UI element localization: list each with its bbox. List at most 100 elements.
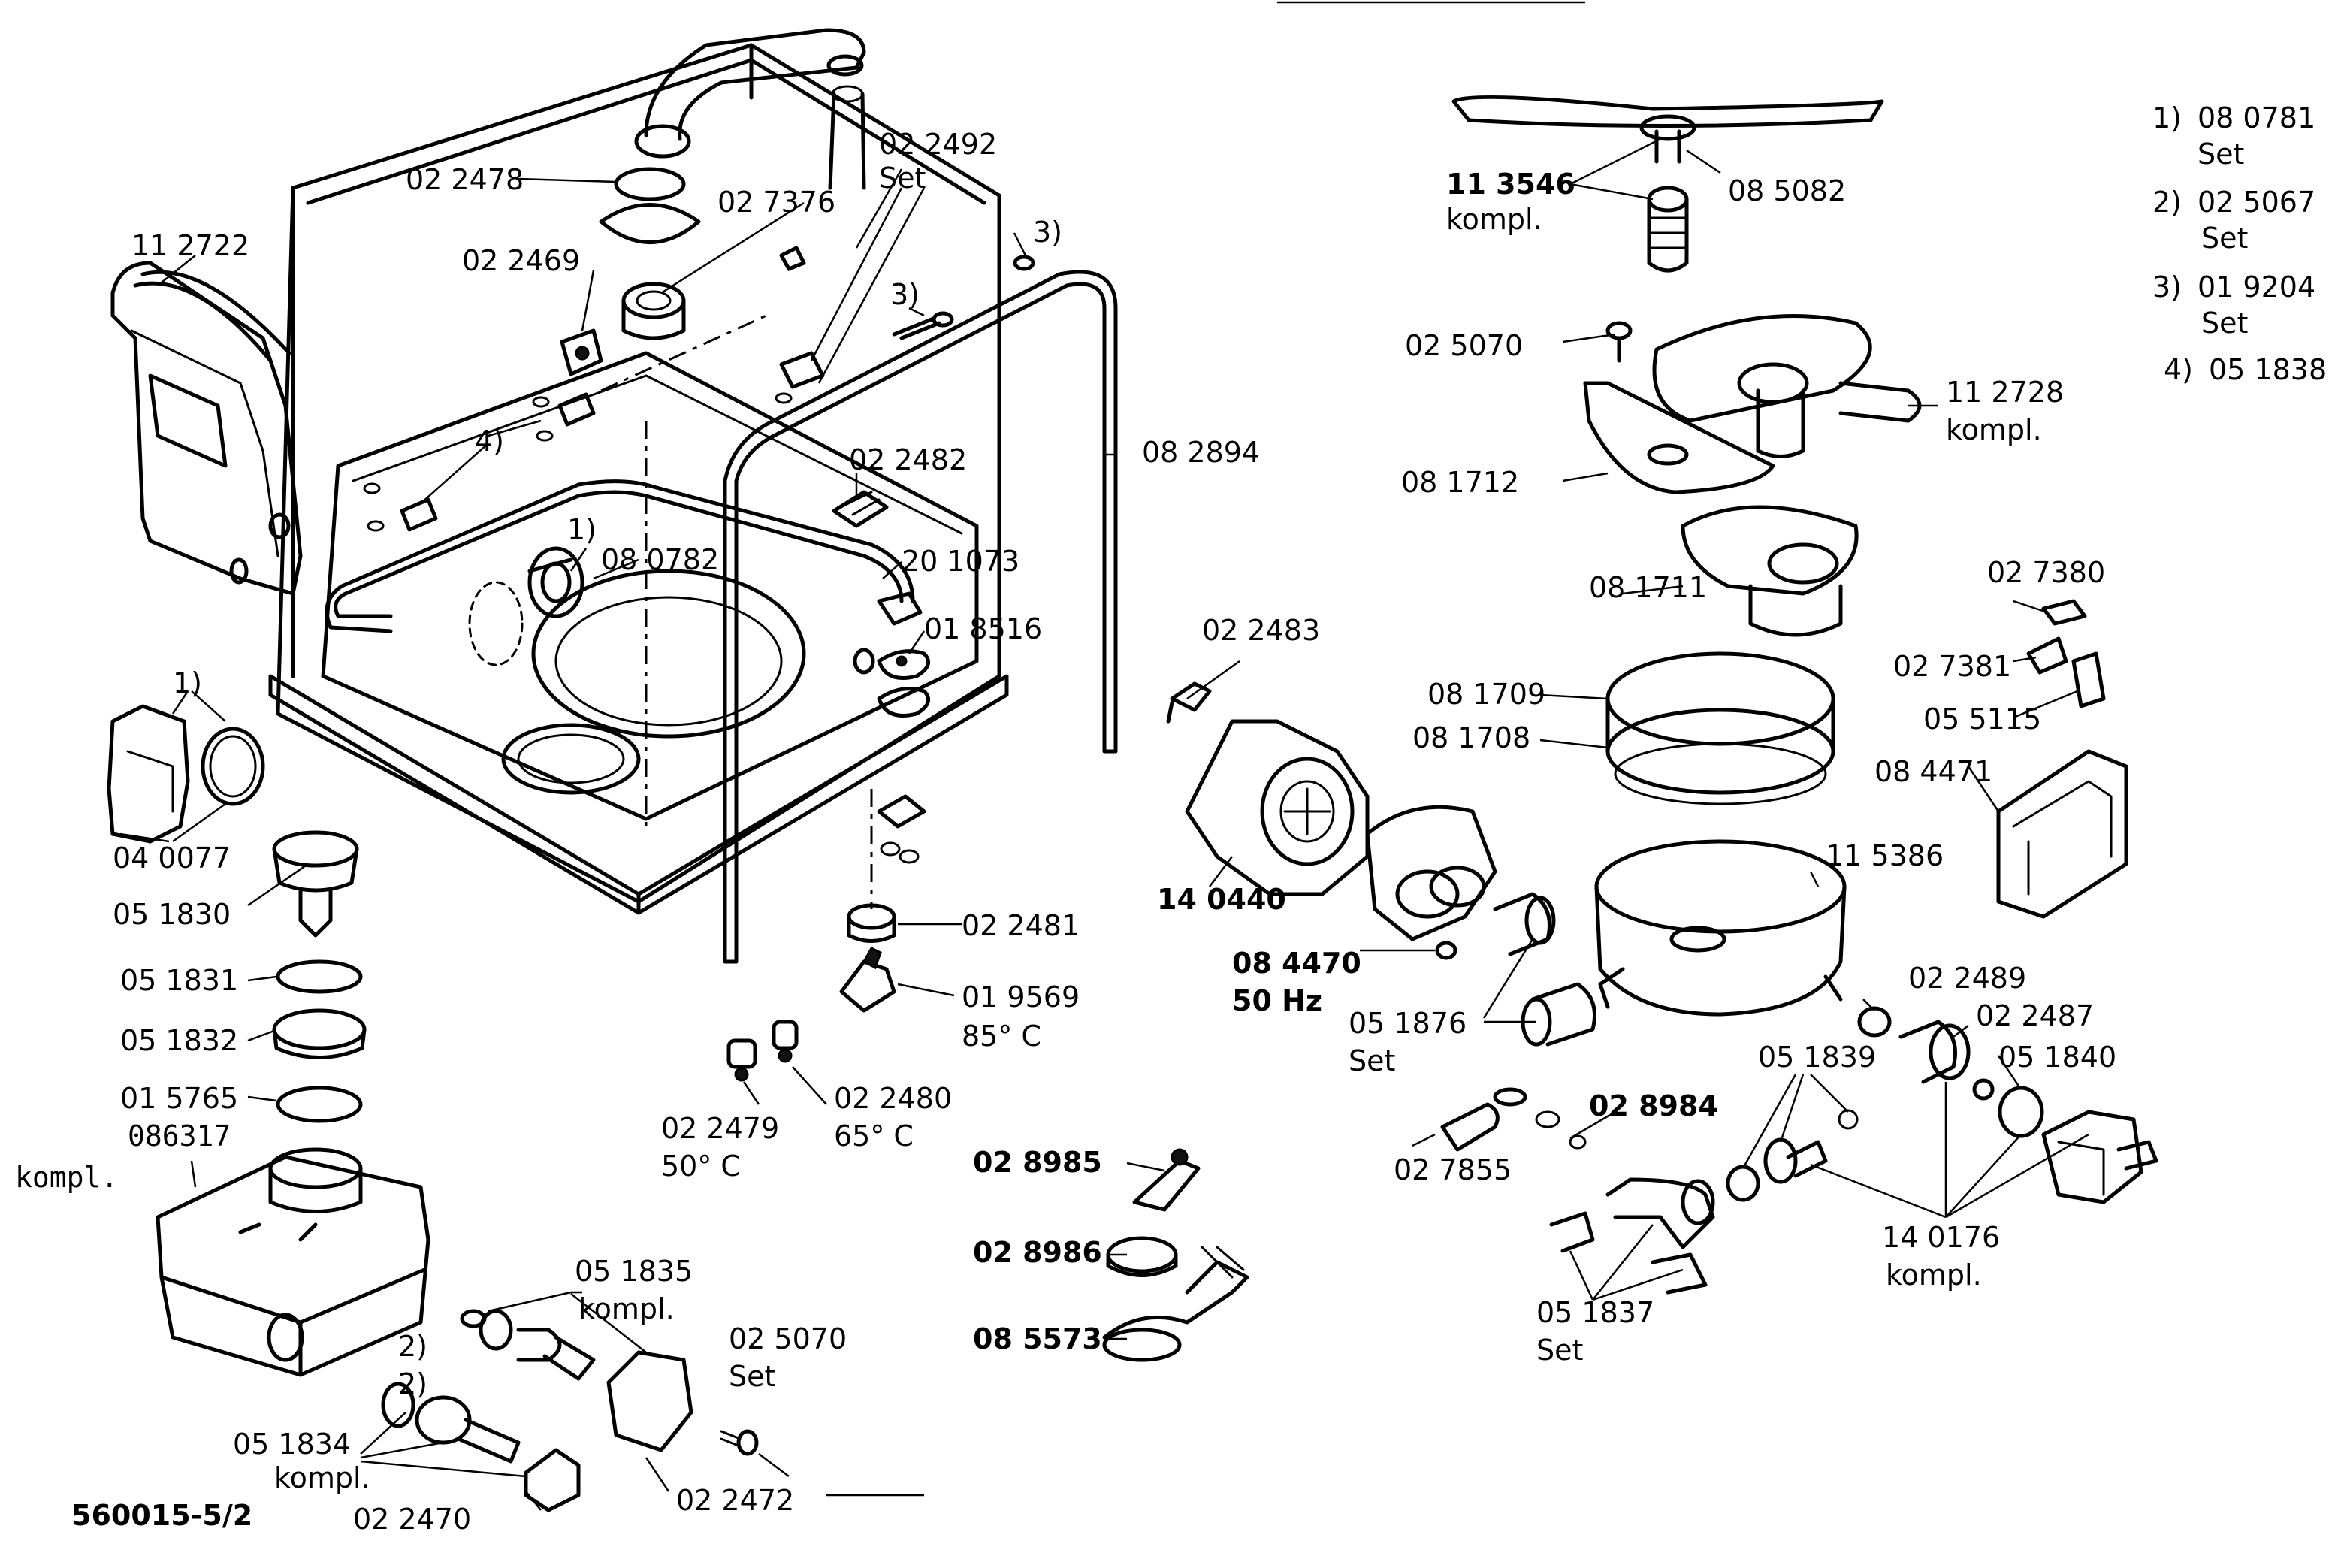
nut-027376	[621, 282, 686, 340]
dispenser-112722	[110, 261, 303, 596]
label-022492: 02 2492	[879, 128, 997, 161]
label-022489: 02 2489	[1908, 962, 2026, 995]
label-051831: 05 1831	[120, 964, 238, 997]
label-084470: 08 4470	[1232, 947, 1361, 980]
heater-084471	[1996, 749, 2128, 919]
label-051830: 05 1830	[113, 898, 231, 931]
label-081712: 08 1712	[1401, 466, 1519, 499]
label-022487: 02 2487	[1976, 999, 2094, 1032]
label-112728-kompl: kompl.	[1946, 413, 2042, 446]
label-028986: 02 8986	[973, 1236, 1102, 1269]
switch-085573	[1102, 1246, 1249, 1362]
label-022483: 02 2483	[1202, 614, 1320, 647]
label-027376: 02 7376	[717, 186, 835, 219]
label-022479: 02 2479	[661, 1112, 779, 1145]
label-028985: 02 8985	[973, 1146, 1102, 1179]
legend-item-3: 3) 01 9204 Set	[2152, 270, 2315, 340]
spray-arm-113546	[1451, 95, 1884, 273]
nut-051832	[272, 1008, 367, 1059]
motor-140176	[2041, 1110, 2158, 1204]
heater-082894	[723, 270, 1118, 964]
legend-num: 1)	[2152, 101, 2182, 134]
clip-022469	[560, 328, 603, 376]
label-051837-set: Set	[1536, 1334, 1583, 1367]
fixings-4	[363, 392, 596, 532]
label-112728: 11 2728	[1946, 376, 2064, 409]
screw-025070b	[720, 1429, 759, 1456]
element-201073	[325, 479, 923, 633]
part-027855	[1440, 1087, 1527, 1152]
legend-item-1: 1) 08 0781 Set	[2152, 101, 2315, 171]
label-051835-kompl: kompl.	[578, 1292, 675, 1325]
tub-cabinet	[268, 43, 1009, 915]
legend-code: 08 0781	[2198, 101, 2315, 134]
valve-051834	[381, 1382, 581, 1512]
legend-item-4: 4) 05 1838	[2164, 353, 2327, 386]
label-051834-kompl: kompl.	[274, 1461, 370, 1494]
clip-022482	[832, 490, 889, 528]
part-022483	[1166, 681, 1212, 724]
legend-item-2: 2) 02 5067 Set	[2152, 186, 2315, 255]
label-140176-kompl: kompl.	[1886, 1258, 1982, 1292]
label-140176: 14 0176	[1882, 1221, 2000, 1254]
valve-051835	[460, 1309, 693, 1452]
motor-140440	[1185, 719, 1370, 896]
label-027381: 02 7381	[1893, 650, 2011, 683]
ring-051831	[276, 959, 363, 994]
label-022479-temp: 50° C	[661, 1150, 741, 1183]
label-051837: 05 1837	[1536, 1296, 1654, 1329]
thermostat-019569	[839, 903, 896, 1013]
ring-015765	[276, 1086, 363, 1123]
leader-lines	[119, 137, 2089, 1511]
label-015765: 01 5765	[120, 1082, 238, 1115]
label-140440: 14 0440	[1157, 883, 1286, 916]
pump-084470	[1365, 805, 1497, 960]
label-022470: 02 2470	[353, 1503, 471, 1536]
label-025070-b: 02 5070	[729, 1322, 847, 1355]
legend: 1) 08 0781 Set 2) 02 5067 Set 3) 01 9204…	[2152, 101, 2327, 386]
label-022482: 02 2482	[849, 443, 967, 476]
seal-022478	[599, 167, 701, 244]
filter-plate-112728	[1652, 314, 1922, 458]
label-051832: 05 1832	[120, 1024, 238, 1057]
label-086317: 086317	[128, 1119, 231, 1153]
label-ref3-a: 3)	[1033, 216, 1062, 249]
label-201073: 20 1073	[902, 545, 1019, 578]
knob-051830	[272, 830, 359, 938]
drawing-number: 560015-5/2	[71, 1499, 252, 1532]
legend-code: 05 1838	[2209, 353, 2327, 386]
label-051839: 05 1839	[1758, 1041, 1876, 1074]
label-022492-set: Set	[879, 162, 926, 195]
valve-051839	[1726, 1109, 1859, 1202]
legend-num: 4)	[2164, 353, 2193, 386]
label-085082: 08 5082	[1728, 174, 1846, 207]
label-081709: 08 1709	[1427, 678, 1545, 711]
label-055115: 05 5115	[1923, 702, 2041, 736]
label-081711: 08 1711	[1589, 571, 1707, 604]
label-051840: 05 1840	[1998, 1041, 2116, 1074]
legend-code: 01 9204	[2198, 270, 2315, 304]
label-051835: 05 1835	[575, 1255, 693, 1288]
label-051834: 05 1834	[233, 1428, 351, 1461]
clip-under-tub	[877, 794, 926, 864]
part-022487-051840	[1898, 1020, 2044, 1138]
thermostat-022479-022480	[726, 1020, 799, 1082]
label-040077: 04 0077	[113, 841, 231, 875]
label-022469: 02 2469	[462, 244, 580, 277]
label-027855: 02 7855	[1394, 1153, 1512, 1186]
salt-container-086317	[156, 1147, 430, 1377]
label-112722: 11 2722	[131, 229, 249, 262]
label-022472: 02 2472	[676, 1484, 794, 1517]
part-028984	[1535, 1110, 1587, 1150]
label-081708: 08 1708	[1412, 721, 1530, 754]
label-ref3-b: 3)	[890, 278, 920, 311]
fixings-3	[775, 246, 1035, 404]
rings-081709-081708	[1605, 651, 1835, 805]
label-084471: 08 4471	[1874, 755, 1992, 788]
label-080782: 08 0782	[601, 543, 719, 576]
label-051876: 05 1876	[1349, 1007, 1467, 1040]
label-ref1-a: 1)	[567, 513, 597, 546]
label-115386: 11 5386	[1826, 839, 1944, 872]
label-025070-b-set: Set	[729, 1360, 775, 1393]
